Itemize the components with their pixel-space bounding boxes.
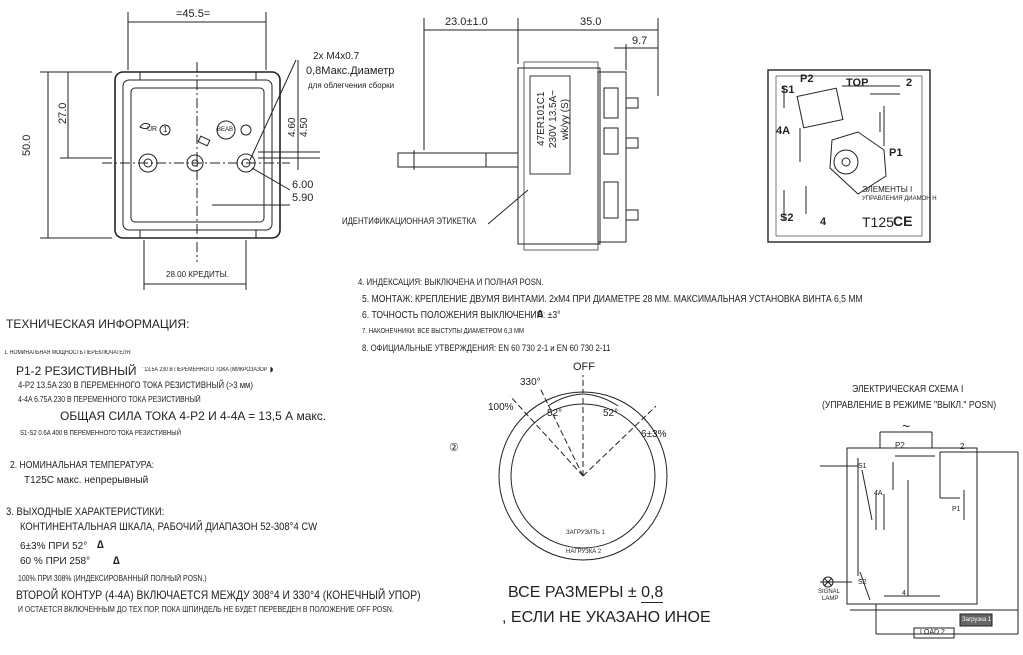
side-label-line1: 47ER101C1 [536,91,547,146]
dim-height: 50.0 [21,134,33,156]
microgap-icon: ◗ [268,362,276,376]
bottom-label: 28.00 КРЕДИТЫ. [166,270,229,279]
screw-note-3: для облегчения сборки [308,81,395,90]
mark-beab: BEAB [217,127,234,133]
note-7: 7. НАКОНЕЧНИКИ: ВСЕ ВЫСТУПЫ ДИАМЕТРОМ 6,… [362,328,525,335]
back-t125: T125 [862,214,894,230]
tech-t125c: T125C макс. непрерывный [24,475,149,486]
dim-upper: 27.0 [57,102,69,124]
dim-460: 4.60 [287,117,298,137]
mark-ur: UR [147,126,158,133]
schematic-drawing [820,431,1019,639]
note-6: 6. ТОЧНОСТЬ ПОЛОЖЕНИЯ ВЫКЛЮЧЕНИЯ: ±3° [362,310,561,321]
back-view-drawing [767,69,931,243]
back-s2: S2 [780,212,794,224]
schematic-lamp: LAMP [822,596,839,602]
back-p2: P2 [800,73,814,85]
note-8: 8. ОФИЦИАЛЬНЫЕ УТВЕРЖДЕНИЯ: EN 60 730 2-… [362,343,611,353]
schematic-four: 4 [902,590,906,597]
tolerance-prefix: ВСЕ РАЗМЕРЫ ± [508,584,642,601]
back-p1: P1 [889,147,903,159]
tech-h3: 3. ВЫХОДНЫЕ ХАРАКТЕРИСТИКИ: [6,506,165,518]
dim-590: 5.90 [292,192,314,204]
schematic-s2: S2 [858,579,867,586]
side-label-line2: 230V 13.5A~ [548,89,559,148]
tech-h2: 2. НОМИНАЛЬНАЯ ТЕМПЕРАТУРА: [10,460,155,471]
tolerance-delta-icon: ∆ [537,309,544,320]
schematic-s1: S1 [858,463,867,470]
tech-p42: 4-P2 13.5A 230 В ПЕРЕМЕННОГО ТОКА РЕЗИСТ… [18,380,253,390]
dial-load2: НАГРУЗКА 2 [566,549,602,555]
schematic-p2: P2 [895,441,905,450]
front-view-drawing [40,12,320,290]
back-elements-1: ЭЛЕМЕНТЫ I [862,185,913,194]
side-label-line3: wk/yy (S) [560,98,571,140]
tech-p60: 60 % ПРИ 258° [20,556,91,567]
back-four: 4 [820,216,827,228]
id-label: ИДЕНТИФИКАЦИОННАЯ ЭТИКЕТКА [342,216,477,226]
dial-52-left: 52° [547,408,563,419]
back-two: 2 [906,77,913,89]
tolerance-line1: ВСЕ РАЗМЕРЫ ± 0,8 [508,584,664,603]
dim-body: 35.0 [580,16,602,28]
tolerance-value: 0,8 [641,584,664,603]
tech-p12-big: P1-2 РЕЗИСТИВНЫЙ [16,364,137,378]
note-5: 5. МОНТАЖ: КРЕПЛЕНИЕ ДВУМЯ ВИНТАМИ. 2хМ4… [362,294,863,305]
mark-1: 1 [163,125,168,134]
tech-p12-small: ' 13,5А 230 В ПЕРЕМЕННОГО ТОКА (МИКРОЗАЗ… [142,367,268,373]
dial-drawing [498,375,668,561]
schematic-two: 2 [960,442,965,451]
tech-s12: S1-S2 0.6A 400 В ПЕРЕМЕННОГО ТОКА РЕЗИСТ… [20,430,181,437]
side-view-drawing [397,18,659,251]
dial-6: 6±3% [641,429,667,440]
tech-total: ОБЩАЯ СИЛА ТОКА 4-P2 И 4-4A = 13,5 А мак… [60,409,327,423]
back-s1: S1 [781,84,795,96]
dim-shaft: 23.0±1.0 [445,16,488,28]
dial-52-right: 52° [603,408,619,419]
back-top: TOP [846,77,869,89]
tech-heading: ТЕХНИЧЕСКАЯ ИНФОРМАЦИЯ: [6,317,190,331]
ce-mark-icon: CE [893,213,913,229]
schematic-p1: P1 [952,506,961,513]
tech-p100: 100% ПРИ 308% (ИНДЕКСИРОВАННЫЙ ПОЛНЫЙ PO… [18,574,207,583]
schematic-load-box: Загрузка 1 [962,617,992,623]
tolerance-line2: , ЕСЛИ НЕ УКАЗАНО ИНОЕ [502,609,711,626]
dial-330: 330° [520,377,541,388]
schematic-signal: SIGNAL [818,589,841,595]
tech-remain: И ОСТАЕТСЯ ВКЛЮЧЕННЫМ ДО ТЕХ ПОР, ПОКА Ш… [18,605,394,614]
delta-icon-2: ∆ [113,555,120,567]
dim-97: 9.7 [632,35,648,47]
note-4: 4. ИНДЕКСАЦИЯ: ВЫКЛЮЧЕНА И ПОЛНАЯ POSN. [358,277,544,287]
screw-note-2: 0,8Макс.Диаметр [306,65,395,77]
delta-icon-1: ∆ [97,539,104,551]
back-elements-2: УПРАВЛЕНИЯ ДИАМОН Н [862,196,937,202]
back-4a: 4A [776,125,791,137]
dial-100: 100% [488,402,514,413]
dim-450: 4.50 [299,117,310,137]
screw-note-1: 2x M4x0.7 [313,51,360,62]
dim-width: =45.5= [176,8,211,20]
dial-load1: ЗАГРУЗИТЬ 1 [566,530,605,536]
schematic-title-2: (УПРАВЛЕНИЕ В РЕЖИМЕ "ВЫКЛ." POSN) [822,400,997,411]
schematic-4a: 4A [874,490,883,497]
schematic-tilde: ~ [902,418,911,434]
tech-second: ВТОРОЙ КОНТУР (4-4A) ВКЛЮЧАЕТСЯ МЕЖДУ 30… [16,588,421,602]
tech-p44a: 4-4A 6.75A 230 В ПЕРЕМЕННОГО ТОКА РЕЗИСТ… [18,395,201,404]
tech-scale: КОНТИНЕНТАЛЬНАЯ ШКАЛА, РАБОЧИЙ ДИАПАЗОН … [20,521,318,533]
dial-off: OFF [573,361,595,373]
tech-h1: 1. НОМИНАЛЬНАЯ МОЩНОСТЬ ПЕРЕКЛЮЧАТЕЛЯ: [4,350,132,356]
dim-600: 6.00 [292,179,314,191]
schematic-load2: LOAD 2 [920,629,945,636]
schematic-title-1: ЭЛЕКТРИЧЕСКАЯ СХЕМА I [852,384,964,395]
dial-mark: ② [449,442,459,454]
tech-p6: 6±3% ПРИ 52° [20,541,88,552]
